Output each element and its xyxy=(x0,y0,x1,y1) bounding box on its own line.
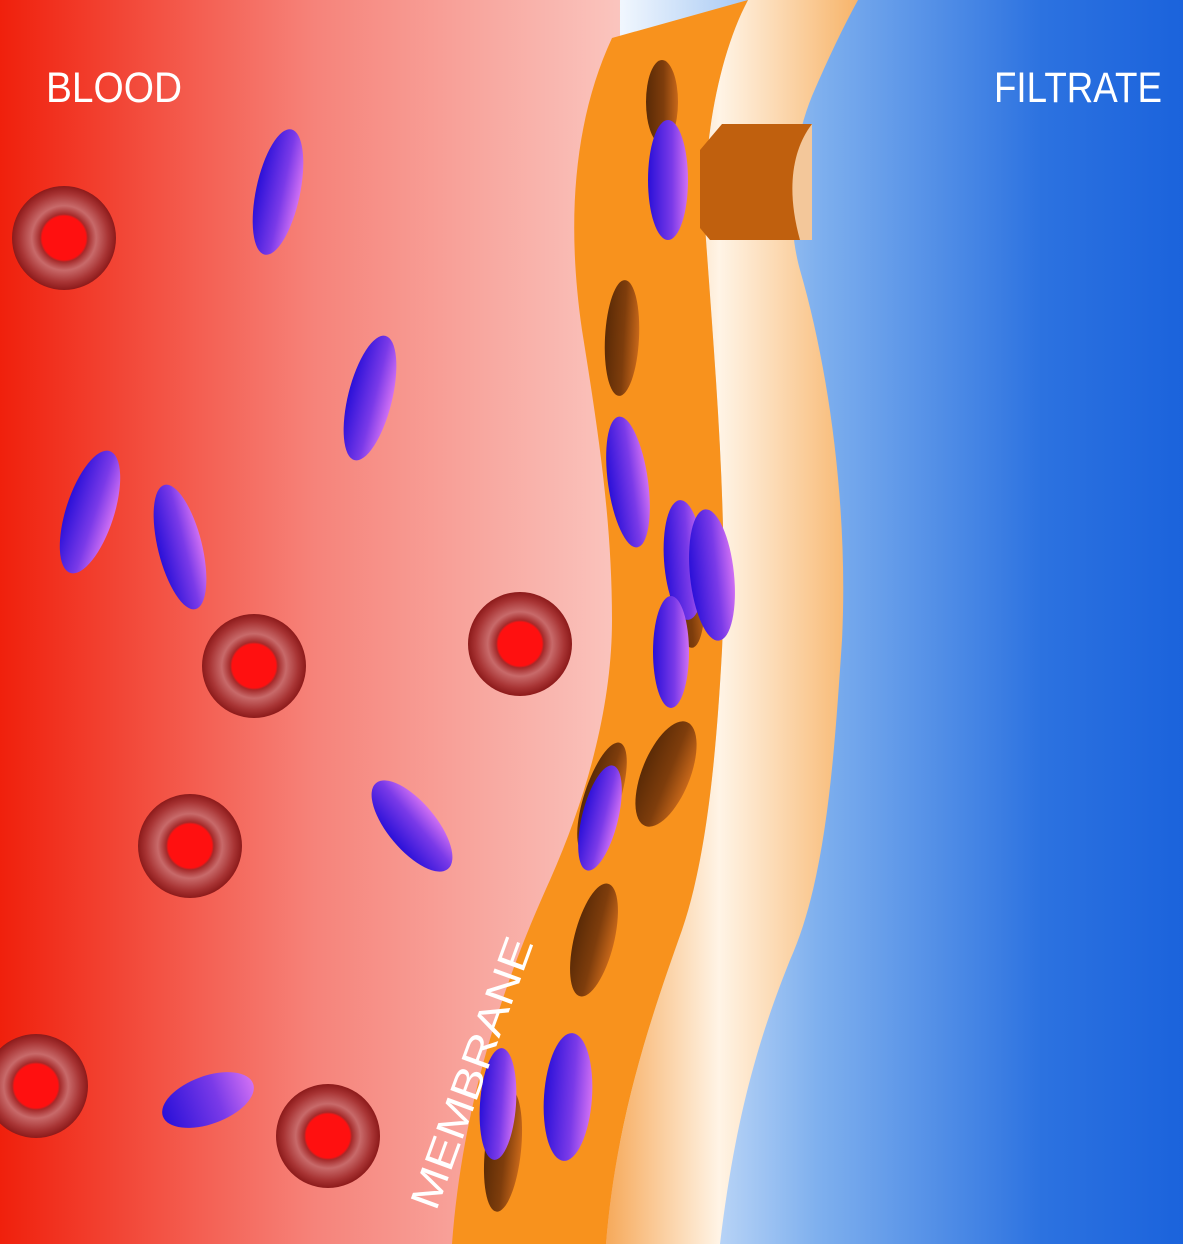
blood-cell xyxy=(202,614,306,718)
blood-label: BLOOD xyxy=(46,64,182,112)
blood-cell xyxy=(138,794,242,898)
blood-cell xyxy=(276,1084,380,1188)
filtrate-label: FILTRATE xyxy=(994,64,1162,112)
blood-cell xyxy=(12,186,116,290)
blood-cell xyxy=(468,592,572,696)
solute-particle xyxy=(648,120,688,240)
solute-particle xyxy=(653,596,689,708)
